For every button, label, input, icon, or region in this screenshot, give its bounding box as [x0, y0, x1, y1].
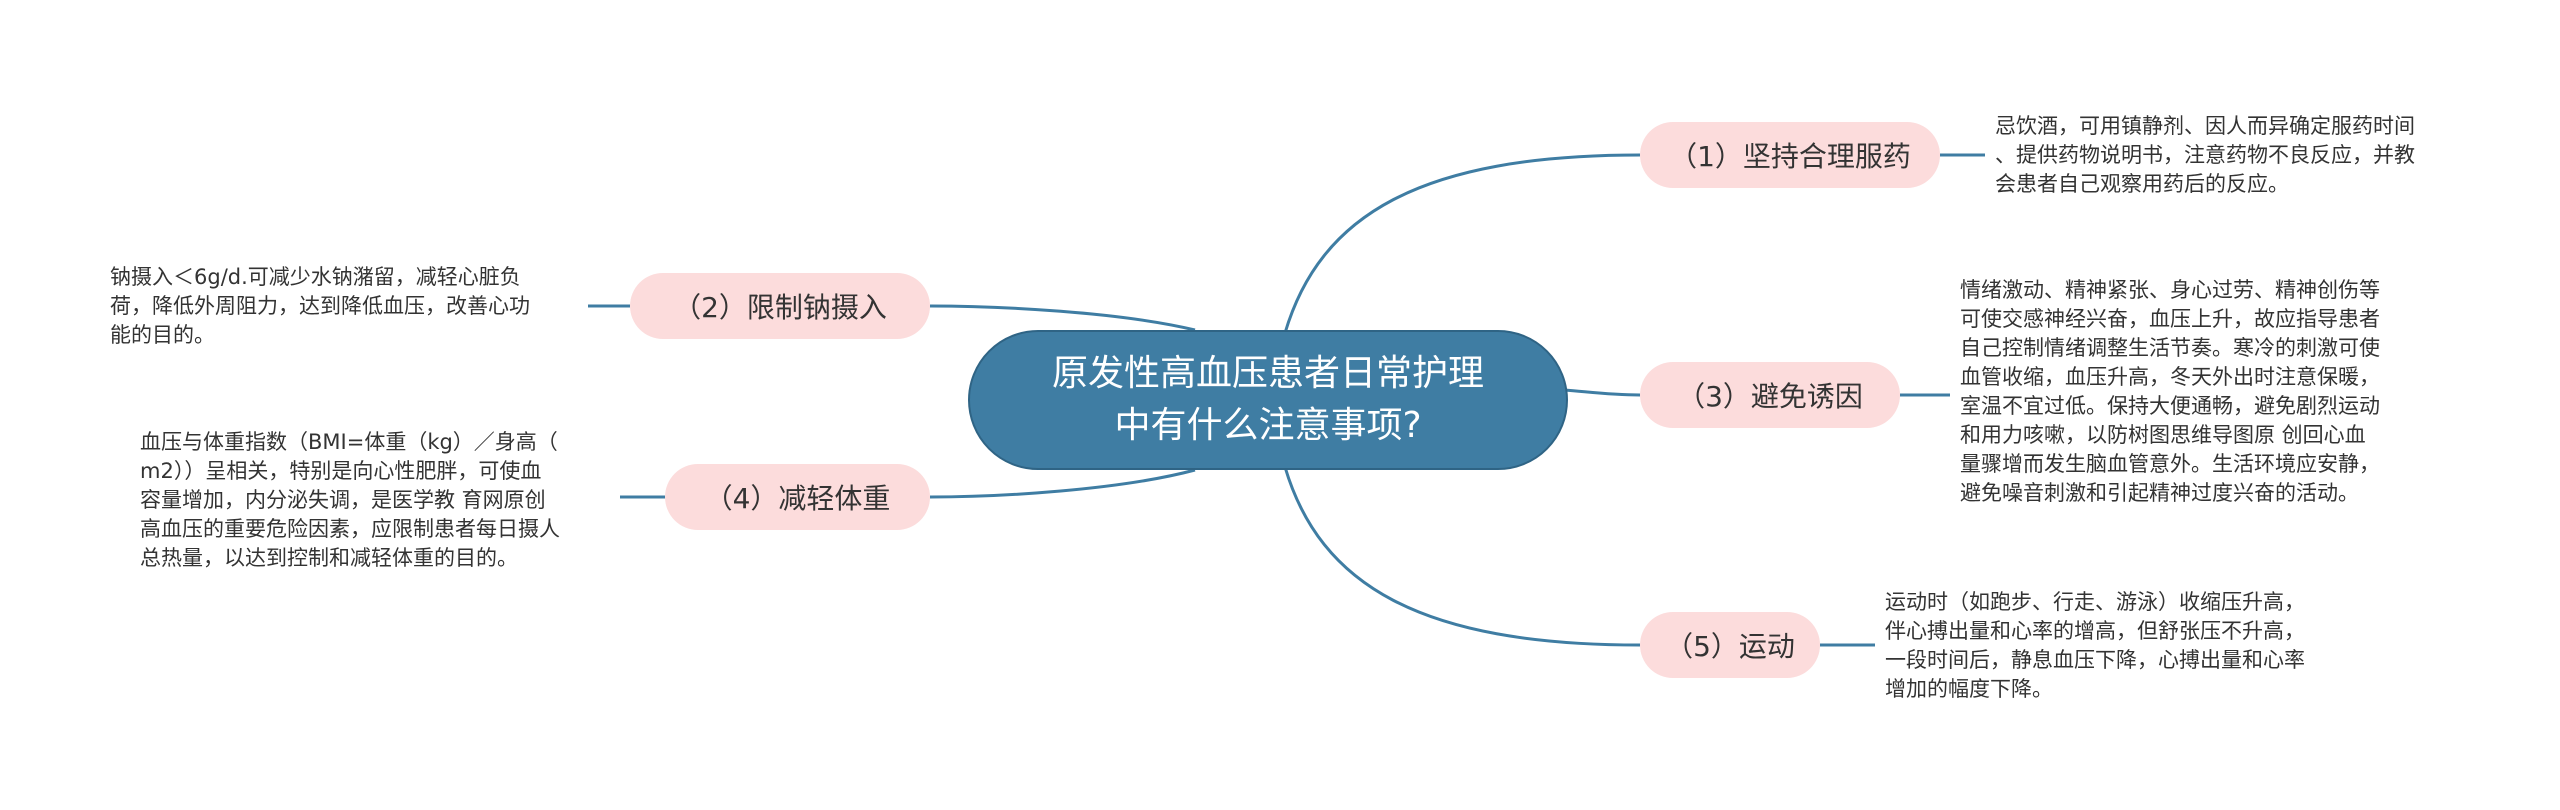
central-topic[interactable]: 原发性高血压患者日常护理中有什么注意事项? — [968, 330, 1568, 470]
branch-label: （1）坚持合理服药 — [1669, 140, 1911, 173]
branch-exercise[interactable]: （5）运动 — [1640, 612, 1820, 678]
leaf-note-sodium: 钠摄入＜6g/d.可减少水钠潴留，减轻心脏负 荷，降低外周阻力，达到降低血压，改… — [110, 265, 530, 347]
leaf-note-weight: 血压与体重指数（BMI=体重（kg）／身高（ m2））呈相关，特别是向心性肥胖，… — [140, 430, 560, 570]
connector-branch-1 — [1283, 153, 1641, 334]
connector-branch-5 — [1283, 466, 1641, 647]
connector-branch-4 — [929, 468, 1196, 499]
branch-sodium[interactable]: （2）限制钠摄入 — [630, 273, 930, 339]
branch-medication[interactable]: （1）坚持合理服药 — [1640, 122, 1940, 188]
branch-weight[interactable]: （4）减轻体重 — [665, 464, 930, 530]
central-topic-text: 原发性高血压患者日常护理中有什么注意事项? — [1051, 353, 1484, 446]
leaf-note-triggers: 情绪激动、精神紧张、身心过劳、精神创伤等 可使交感神经兴奋，血压上升，故应指导患… — [1960, 278, 2380, 505]
connector-branch-2 — [929, 304, 1196, 332]
leaf-note-medication: 忌饮酒，可用镇静剂、因人而异确定服药时间 、提供药物说明书，注意药物不良反应，并… — [1995, 114, 2415, 196]
branch-label: （4）减轻体重 — [704, 482, 891, 515]
branch-label: （5）运动 — [1665, 630, 1795, 663]
connector-branch-3 — [1564, 388, 1641, 397]
leaf-note-exercise: 运动时（如跑步、行走、游泳）收缩压升高， 伴心搏出量和心率的增高，但舒张压不升高… — [1885, 590, 2305, 701]
branch-triggers[interactable]: （3）避免诱因 — [1640, 362, 1900, 428]
branch-label: （3）避免诱因 — [1677, 380, 1863, 413]
branch-label: （2）限制钠摄入 — [673, 291, 887, 324]
